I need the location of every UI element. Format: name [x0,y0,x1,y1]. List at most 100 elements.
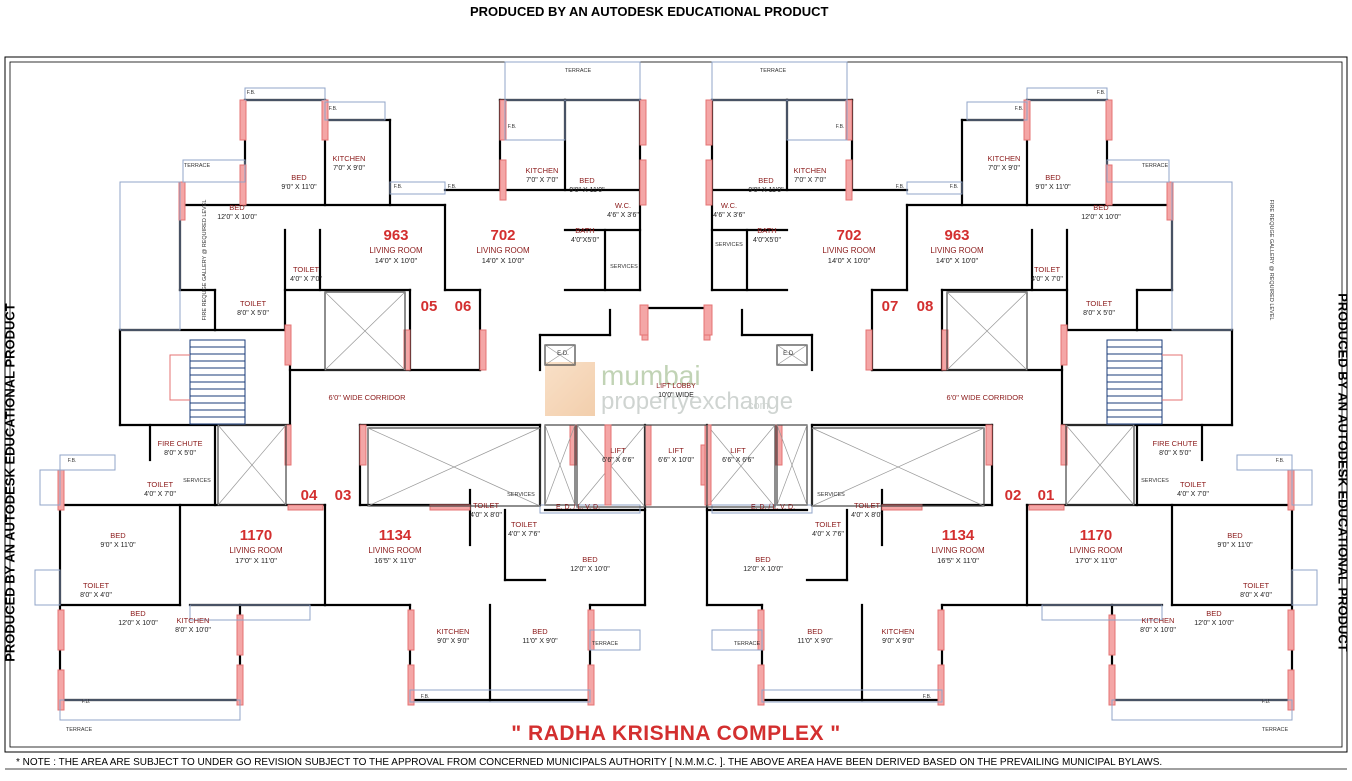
room-dimension: 8'0" X 4'0" [1240,592,1272,599]
living-room-dimension: 16'5" X 11'0" [937,556,979,565]
living-room-dimension: 14'0" X 10'0" [375,256,418,265]
window [1105,164,1113,206]
room-name: TOILET [1180,480,1207,489]
window [1166,181,1174,221]
fb-label: F.B. [896,184,905,190]
window [1287,469,1295,511]
sheet-border-outer [4,56,1348,753]
room-name: TOILET [1034,265,1061,274]
room-name: KITCHEN [437,627,470,636]
room-name: KITCHEN [177,616,210,625]
flat-number: 02 [1005,487,1022,504]
room-name: KITCHEN [988,154,1021,163]
room-dimension: 9'0" X 9'0" [437,638,469,645]
window [57,469,65,511]
services-label: SERVICES [610,264,638,270]
fb-label: F.B. [68,458,77,464]
window [403,329,411,371]
room-dimension: 12'0" X 10'0" [1081,214,1121,221]
room-name: W.C. [615,201,631,210]
window [941,329,949,371]
room-name: BED [582,555,598,564]
window [236,664,244,706]
fb-label: F.B. [448,184,457,190]
shaft [1065,424,1135,506]
window [587,664,595,706]
room-dimension: 12'0" X 10'0" [570,566,610,573]
unit-area: 1134 [942,527,975,544]
window [178,181,186,221]
services-label: SERVICES [1141,478,1169,484]
room-name: KITCHEN [794,166,827,175]
room-dimension: 12'0" X 10'0" [217,214,257,221]
window [1287,609,1295,651]
window [937,664,945,706]
window [239,99,247,141]
shaft-cross [367,427,541,507]
room-name: TOILET [1086,299,1113,308]
window [1108,614,1116,656]
fb-label: F.B. [329,106,338,112]
unit-area: 963 [383,227,408,244]
living-room-name: LIVING ROOM [368,546,422,555]
glazing-outline [1026,87,1108,101]
room-name: KITCHEN [1142,616,1175,625]
room-dimension: 12'0" X 10'0" [118,620,158,627]
room-dimension: 8'0" X 5'0" [1083,310,1115,317]
room-dimension: 7'0" X 9'0" [333,165,365,172]
living-room-name: LIVING ROOM [930,246,984,255]
glazing-outline [761,689,943,703]
room-dimension: 4'6" X 3'6" [713,212,745,219]
living-room-name: LIVING ROOM [1069,546,1123,555]
glazing-outline [1041,604,1163,621]
glazing-outline [34,569,61,606]
window [359,424,367,466]
room-name: BED [229,203,245,212]
terrace-label: TERRACE [592,641,619,647]
room-name: LIFT [730,446,746,455]
window [407,609,415,651]
fb-label: F.B. [836,124,845,130]
watermark: mumbai propertyexchange .com [545,360,805,420]
shaft-cross [544,344,576,366]
fb-label: F.B. [247,90,256,96]
room-dimension: 11'0" X 9'0" [522,638,558,645]
shaft [367,427,541,507]
refuge-gallery-label: FIRE REQUGE GALLERY @ REQUIRED LEVEL [1268,200,1274,321]
fb-label: F.B. [1262,699,1271,705]
glazing-outline [59,699,241,721]
watermark-line-3: .com [745,400,769,412]
window [499,159,507,201]
room-dimension: 4'0" X 8'0" [851,512,883,519]
room-dimension: 4'0" X 7'0" [290,276,322,283]
fb-label: F.B. [1097,90,1106,96]
stair [1106,339,1163,425]
room-name: TOILET [511,520,538,529]
glazing-outline [182,159,246,183]
living-room-dimension: 14'0" X 10'0" [828,256,871,265]
room-name: W.C. [721,201,737,210]
room-dimension: 6'6" X 6'6" [602,457,634,464]
window [236,614,244,656]
glazing-outline [189,604,311,621]
living-room-name: LIVING ROOM [476,246,530,255]
unit-area: 702 [490,227,515,244]
room-dimension: 9'0" X 11'0" [1035,184,1071,191]
corridor-label: 6'0" WIDE CORRIDOR [946,393,1024,402]
shaft [946,291,1028,371]
room-dimension: 4'0" X 7'6" [812,531,844,538]
living-room-dimension: 14'0" X 10'0" [936,256,979,265]
window [845,159,853,201]
footnote: * NOTE : THE AREA ARE SUBJECT TO UNDER G… [16,757,1163,768]
ed-lvd-label: E. D. / L. V. D. [751,504,795,511]
window [284,324,292,366]
shaft [324,291,406,371]
glazing-outline [1111,699,1293,721]
glazing-outline [389,181,446,195]
window [407,664,415,706]
glazing-outline [1106,159,1170,183]
unit-area: 1170 [240,527,273,544]
glazing-outline [786,99,848,141]
room-dimension: 7'0" X 9'0" [988,165,1020,172]
glazing-outline [711,504,813,514]
